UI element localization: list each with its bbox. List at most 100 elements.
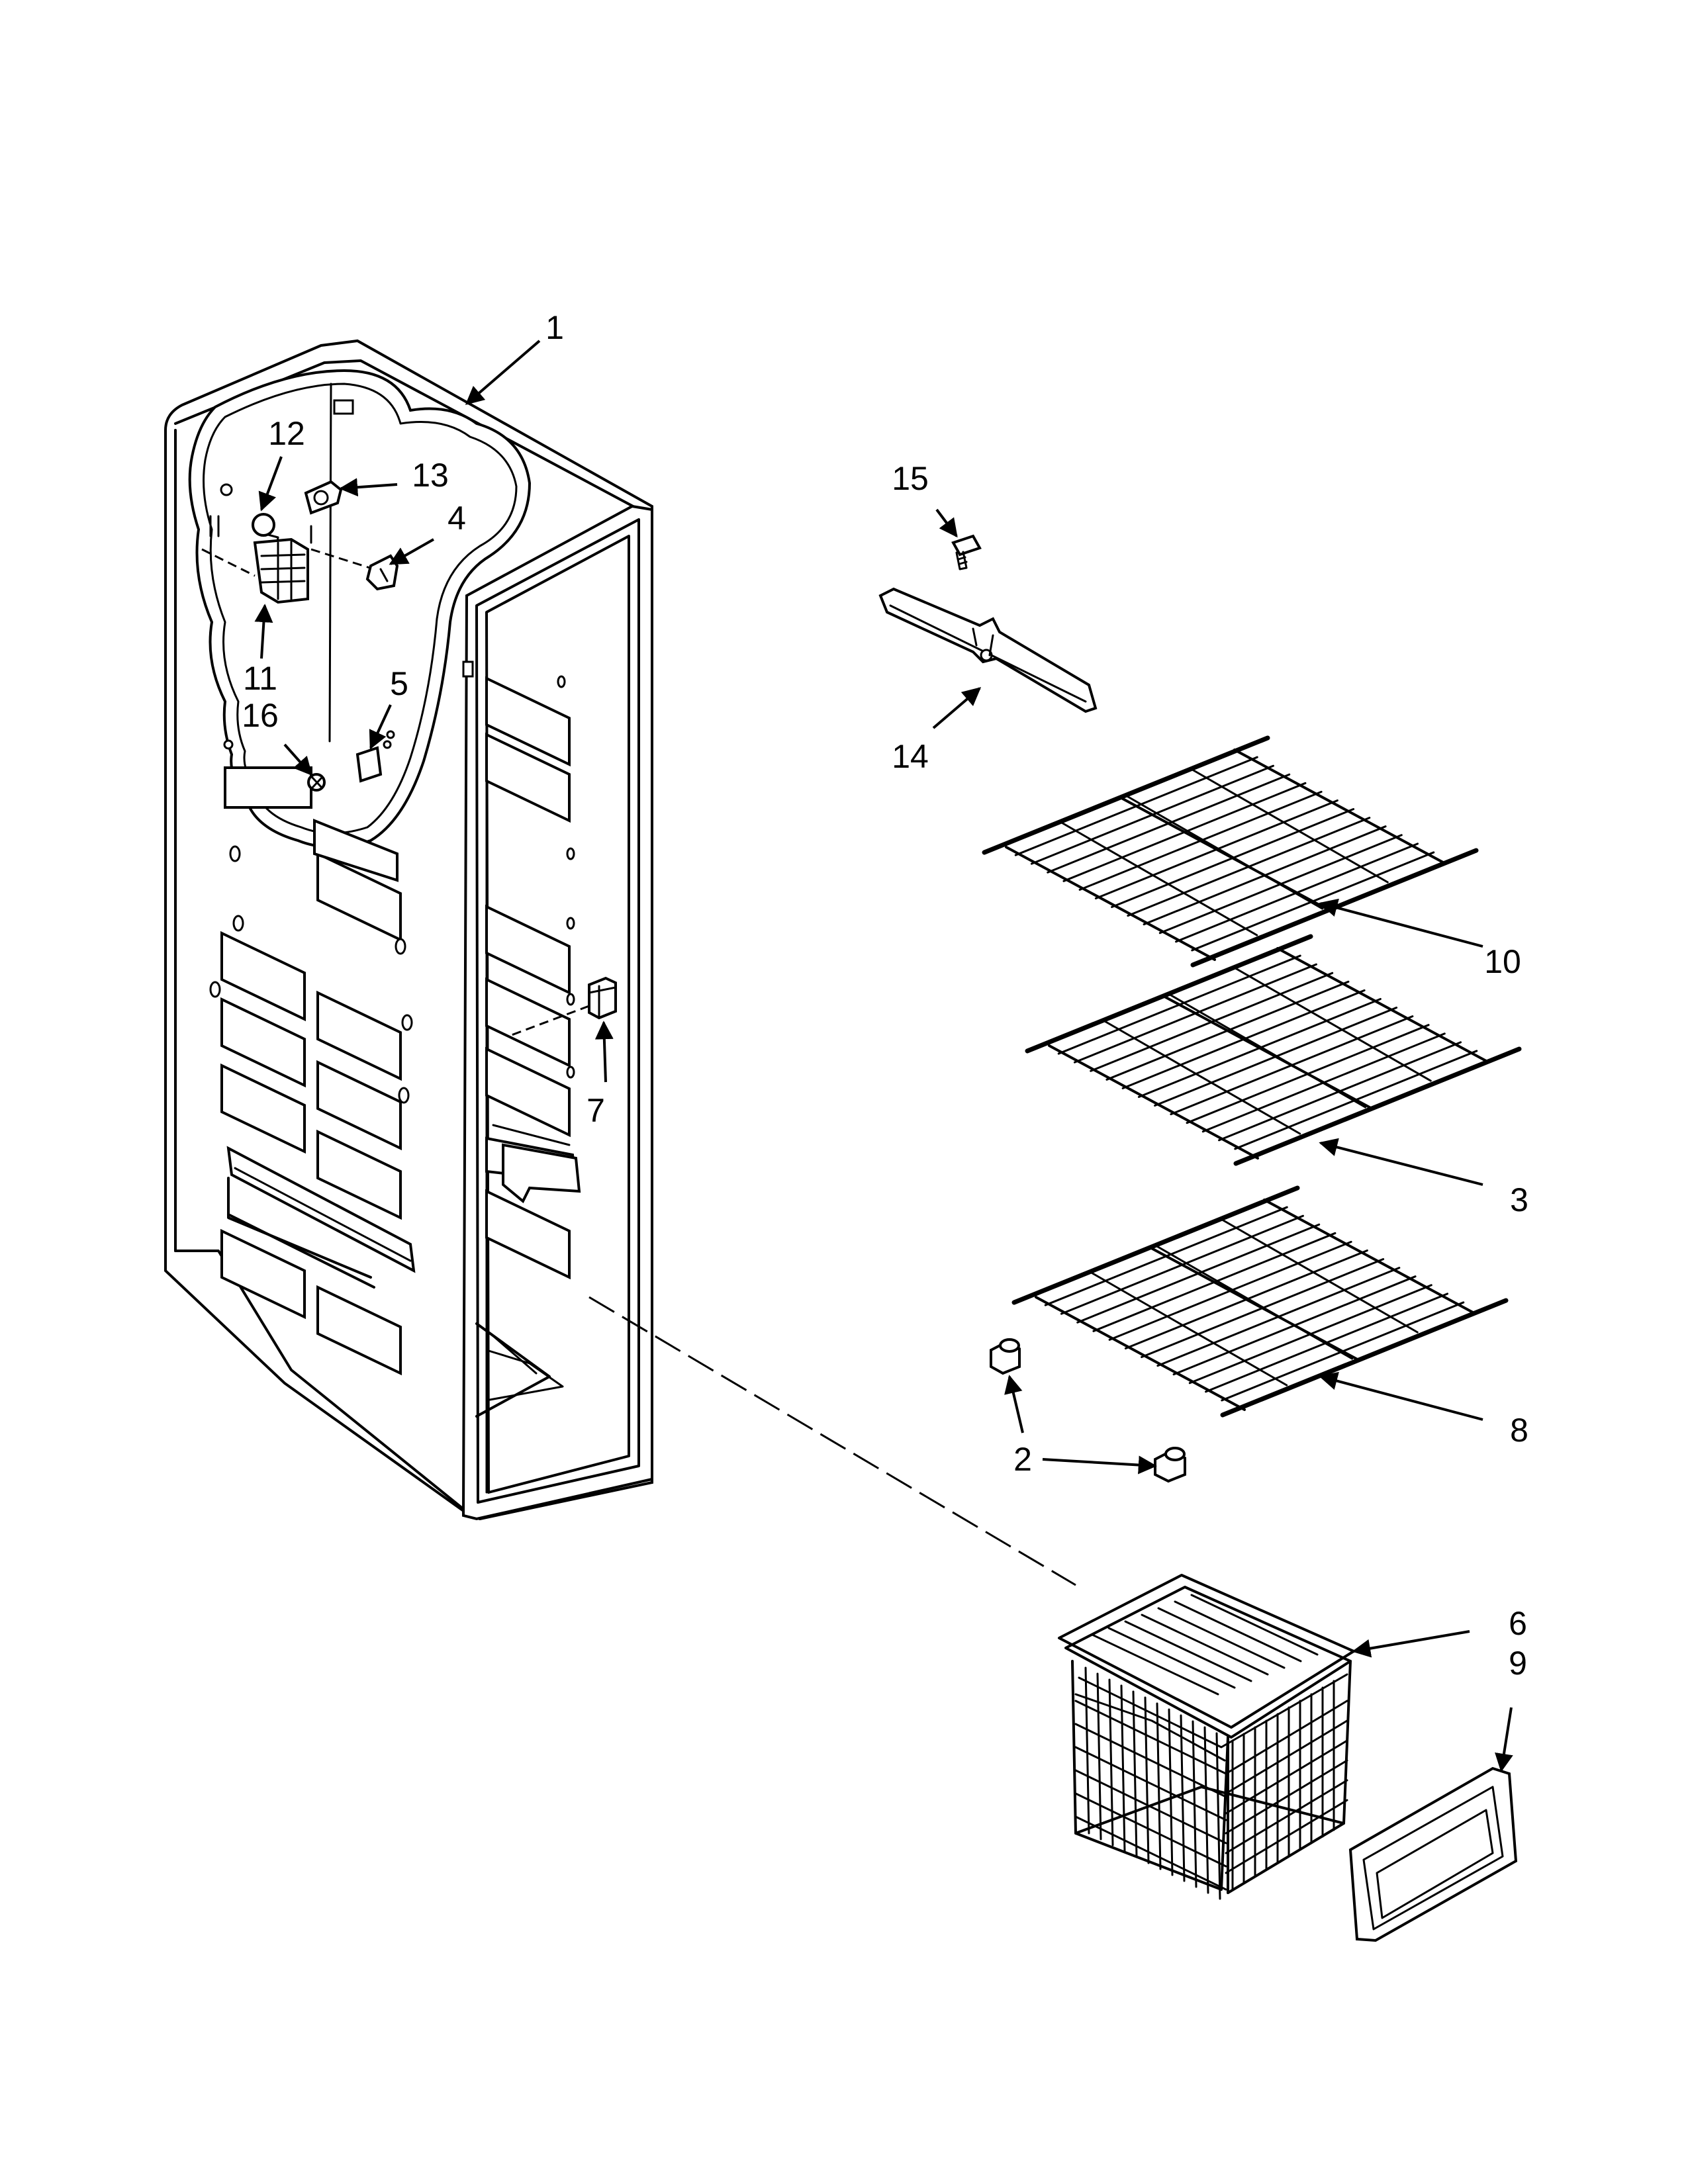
callout-2: 2 <box>1013 1441 1032 1478</box>
shelf-wire <box>1076 1223 1321 1324</box>
basket-wire <box>1084 1666 1090 1835</box>
freezer-basket <box>1058 1574 1355 1900</box>
shelf-wire <box>1014 756 1258 856</box>
shelf-rail <box>1162 995 1374 1110</box>
shelf-rail <box>1263 1199 1474 1314</box>
basket-wire <box>1074 1792 1227 1868</box>
callout-7: 7 <box>586 1092 605 1129</box>
shelf-wire <box>1111 808 1355 909</box>
basket-wire <box>1144 1696 1150 1864</box>
shelf-wire <box>1108 1240 1352 1341</box>
basket-wire <box>1074 1700 1227 1775</box>
callout-6: 6 <box>1509 1605 1527 1642</box>
shelf-bar <box>1220 1298 1509 1418</box>
basket-wire <box>1225 1719 1348 1795</box>
shelf-rail <box>1005 846 1216 961</box>
shelf-wire <box>1172 1275 1417 1376</box>
shelf-wire <box>1094 799 1338 899</box>
shelf-rail <box>1035 1296 1246 1411</box>
shelf-wire <box>1221 1301 1465 1402</box>
shelf-wire <box>1124 1249 1368 1349</box>
shelf-wire <box>1137 997 1382 1098</box>
shelf-support-bracket <box>878 587 1098 713</box>
shelf-wire <box>1090 1271 1288 1387</box>
basket-wire <box>1074 1815 1227 1891</box>
shelf-wire <box>1156 1245 1353 1360</box>
shelf-rail <box>1276 947 1487 1062</box>
basket-wire <box>1225 1759 1348 1835</box>
shelf-wire <box>1057 954 1301 1055</box>
shelf-wire <box>1201 1032 1446 1133</box>
shelf-wire <box>1047 773 1291 874</box>
callout-9: 9 <box>1509 1645 1527 1682</box>
basket-wire <box>1174 1600 1302 1662</box>
shelf-wire <box>1073 963 1317 1064</box>
basket-wire <box>1096 1672 1102 1841</box>
mounting-screw <box>951 534 982 570</box>
shelf-wire <box>1060 821 1258 936</box>
shelf-rail <box>1149 1246 1360 1361</box>
shelf-wire <box>1169 993 1366 1109</box>
shelf-wire <box>1186 1024 1430 1124</box>
callout-15: 15 <box>892 460 929 497</box>
basket-wire <box>1141 1614 1269 1676</box>
shelf-wire <box>1191 851 1435 952</box>
callout-12: 12 <box>268 415 305 452</box>
callout-3: 3 <box>1510 1181 1528 1218</box>
shelf-wire <box>1158 834 1403 934</box>
shelf-rail <box>1048 1044 1259 1160</box>
shelf-wire <box>1175 842 1419 943</box>
shelf-wire <box>1191 768 1389 884</box>
callout-5: 5 <box>390 665 408 702</box>
basket-wire <box>1225 1799 1348 1874</box>
callout-13: 13 <box>412 457 449 494</box>
shelf-wire <box>1044 1206 1288 1306</box>
shelf-wire <box>1105 980 1350 1081</box>
shelf-wire <box>1221 1218 1419 1334</box>
alignment-line <box>588 1296 1076 1586</box>
shelf-end-caps <box>990 1338 1186 1483</box>
shelf-wire <box>1121 989 1366 1089</box>
basket-wire <box>1107 1627 1236 1689</box>
leader-lines <box>254 340 1513 1772</box>
basket-handle <box>1348 1766 1518 1942</box>
callout-4: 4 <box>447 500 466 537</box>
basket-wire <box>1091 1633 1219 1696</box>
basket-wire <box>1074 1723 1227 1798</box>
basket-wire <box>1120 1684 1126 1852</box>
basket-wire <box>1225 1739 1348 1815</box>
shelf-wire <box>1126 795 1323 910</box>
shelf-wire <box>1154 1007 1398 1107</box>
shelf-wire <box>1060 1214 1304 1315</box>
shelf-bar <box>1011 1185 1300 1305</box>
callout-1: 1 <box>545 309 564 346</box>
wire-shelf-middle <box>1025 934 1522 1166</box>
shelf-rail <box>1233 749 1444 864</box>
shelf-wire <box>1092 1232 1336 1332</box>
basket-wire <box>1074 1746 1227 1821</box>
shelf-bar <box>1233 1046 1522 1166</box>
shelf-wire <box>1234 1050 1478 1150</box>
wire-shelf-top <box>982 735 1479 968</box>
basket-wire <box>1124 1620 1252 1682</box>
shelf-wire <box>1218 1041 1462 1142</box>
shelf-stop-clip <box>509 976 617 1037</box>
basket-wire <box>1225 1700 1348 1775</box>
basket-wire <box>1156 1702 1162 1870</box>
basket-wire <box>1108 1678 1114 1846</box>
basket-wire <box>1157 1607 1286 1669</box>
basket-wire <box>1074 1769 1227 1844</box>
shelf-bar <box>1025 934 1313 1054</box>
shelf-wire <box>1170 1015 1414 1116</box>
shelf-wire <box>1205 1293 1449 1393</box>
shelf-wire <box>1127 817 1371 917</box>
shelf-wire <box>1062 782 1307 882</box>
callout-14: 14 <box>892 738 929 775</box>
freezer-liner <box>164 339 653 1521</box>
basket-wire <box>1132 1690 1138 1858</box>
shelf-wire <box>1234 967 1432 1082</box>
shelf-wire <box>1090 972 1334 1072</box>
shelf-wire <box>1030 764 1274 865</box>
callout-11: 11 <box>243 660 277 697</box>
